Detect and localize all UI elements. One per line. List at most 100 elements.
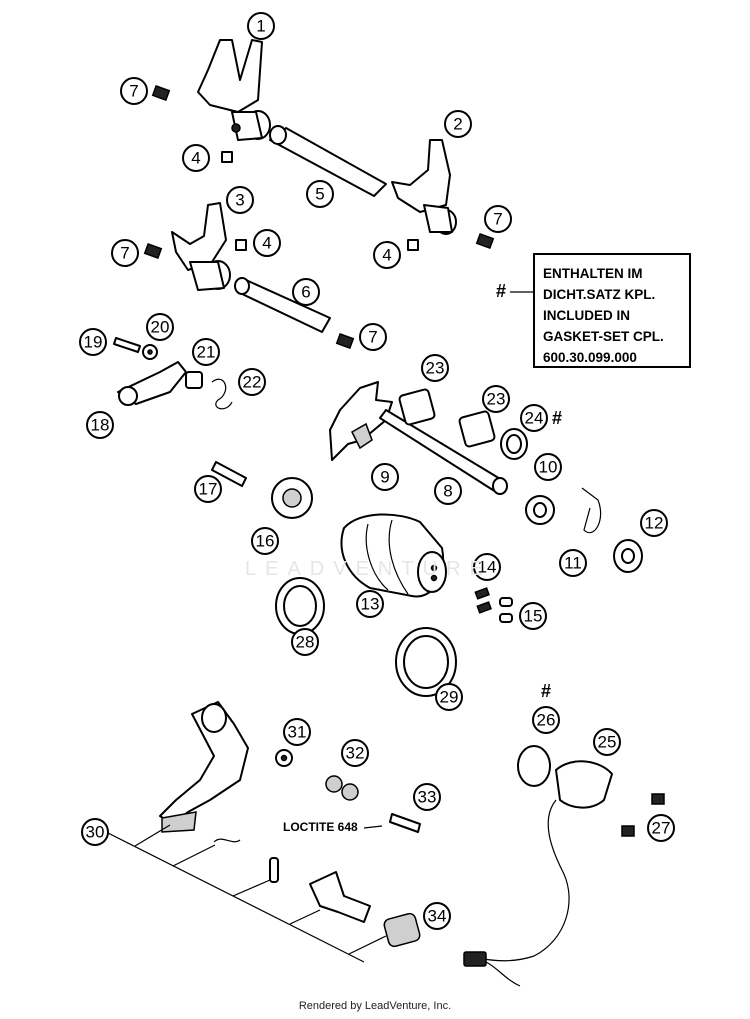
shift-lever-18 [117, 361, 187, 406]
bolt-17 [211, 461, 247, 487]
callout-33: 33 [413, 783, 441, 811]
credit-line: Rendered by LeadVenture, Inc. [298, 1000, 452, 1012]
pedal-pin [269, 857, 279, 883]
svg-text:33: 33 [418, 788, 437, 807]
callout-21: 21 [192, 338, 220, 366]
note-line: ENTHALTEN IM [543, 266, 643, 281]
callout-20: 20 [146, 313, 174, 341]
callout-4b: 4 [253, 229, 281, 257]
note-box: ENTHALTEN IM DICHT.SATZ KPL. INCLUDED IN… [533, 253, 691, 368]
svg-text:17: 17 [199, 480, 218, 499]
callout-28: 28 [291, 628, 319, 656]
svg-text:7: 7 [368, 328, 377, 347]
ring-10 [525, 495, 555, 525]
svg-text:16: 16 [256, 532, 275, 551]
shift-pedal-30 [159, 701, 249, 833]
svg-text:13: 13 [361, 595, 380, 614]
shift-drum-locator-16 [271, 477, 313, 519]
svg-text:23: 23 [487, 390, 506, 409]
callout-25: 25 [593, 728, 621, 756]
callout-22: 22 [238, 368, 266, 396]
note-marker: # [496, 281, 507, 301]
svg-text:19: 19 [84, 333, 103, 352]
callout-27: 27 [647, 814, 675, 842]
callout-4c: 4 [373, 241, 401, 269]
svg-text:12: 12 [645, 514, 664, 533]
callout-30: 30 [81, 818, 109, 846]
screw-27b [621, 825, 635, 837]
callout-19: 19 [79, 328, 107, 356]
callout-32: 32 [341, 739, 369, 767]
callout-9: 9 [371, 463, 399, 491]
callout-14: 14 [473, 553, 501, 581]
washer-12 [613, 539, 643, 573]
pin-4c [407, 239, 419, 251]
callout-5: 5 [306, 180, 334, 208]
svg-text:10: 10 [539, 458, 558, 477]
callout-34: 34 [423, 902, 451, 930]
svg-text:5: 5 [315, 185, 324, 204]
callout-4a: 4 [182, 144, 210, 172]
gear-position-sensor-25 [463, 760, 613, 987]
callout-1: 1 [247, 12, 275, 40]
shift-fork-1 [197, 39, 271, 141]
pin-4b [235, 239, 247, 251]
svg-text:7: 7 [120, 244, 129, 263]
leader-30 [105, 824, 387, 963]
callout-31: 31 [283, 718, 311, 746]
callout-29: 29 [435, 683, 463, 711]
callout-12: 12 [640, 509, 668, 537]
svg-text:20: 20 [151, 318, 170, 337]
shift-fork-3 [171, 202, 231, 291]
callout-7a: 7 [120, 77, 148, 105]
callout-3: 3 [226, 186, 254, 214]
svg-text:18: 18 [91, 416, 110, 435]
fork-rail-5 [269, 125, 387, 197]
callout-23a: 23 [421, 354, 449, 382]
spring-7b [475, 232, 495, 250]
hash-mark-26: # [541, 681, 552, 701]
loctite-label: LOCTITE 648 [283, 820, 358, 834]
callout-24: 24 [520, 404, 548, 432]
svg-text:28: 28 [296, 633, 315, 652]
callout-13: 13 [356, 590, 384, 618]
washers-32 [325, 775, 359, 801]
svg-text:24: 24 [525, 409, 544, 428]
pin-4a [221, 151, 233, 163]
svg-text:22: 22 [243, 373, 262, 392]
watermark: LEADVENTURE [245, 558, 492, 580]
svg-text:9: 9 [380, 468, 389, 487]
svg-text:11: 11 [564, 554, 582, 573]
svg-text:15: 15 [524, 607, 543, 626]
note-line: DICHT.SATZ KPL. [543, 287, 656, 302]
spring-7a [151, 84, 171, 102]
bearing-28 [275, 577, 325, 635]
spring-7c [143, 242, 163, 260]
svg-text:4: 4 [382, 246, 391, 265]
svg-text:23: 23 [426, 359, 445, 378]
callout-7c: 7 [111, 239, 139, 267]
bush-21 [185, 371, 203, 389]
pedal-joint [309, 871, 371, 923]
pedal-spring [213, 838, 241, 843]
svg-text:14: 14 [478, 558, 497, 577]
svg-text:32: 32 [346, 744, 365, 763]
svg-text:21: 21 [197, 343, 216, 362]
bearing-29 [395, 627, 457, 697]
svg-text:25: 25 [598, 733, 617, 752]
callout-18: 18 [86, 411, 114, 439]
torsion-spring-11 [581, 487, 602, 534]
hash-mark-24: # [552, 408, 563, 428]
svg-text:4: 4 [262, 234, 271, 253]
note-line: 600.30.099.000 [543, 350, 637, 365]
bearing-23b [458, 410, 496, 448]
svg-text:1: 1 [256, 17, 265, 36]
svg-text:27: 27 [652, 819, 671, 838]
shift-drum-13 [340, 513, 447, 598]
callout-16: 16 [251, 527, 279, 555]
bearing-23a [398, 388, 436, 426]
svg-text:30: 30 [86, 823, 105, 842]
springs-14 [474, 587, 492, 614]
callout-2: 2 [444, 110, 472, 138]
fork-rail-6 [234, 277, 331, 333]
